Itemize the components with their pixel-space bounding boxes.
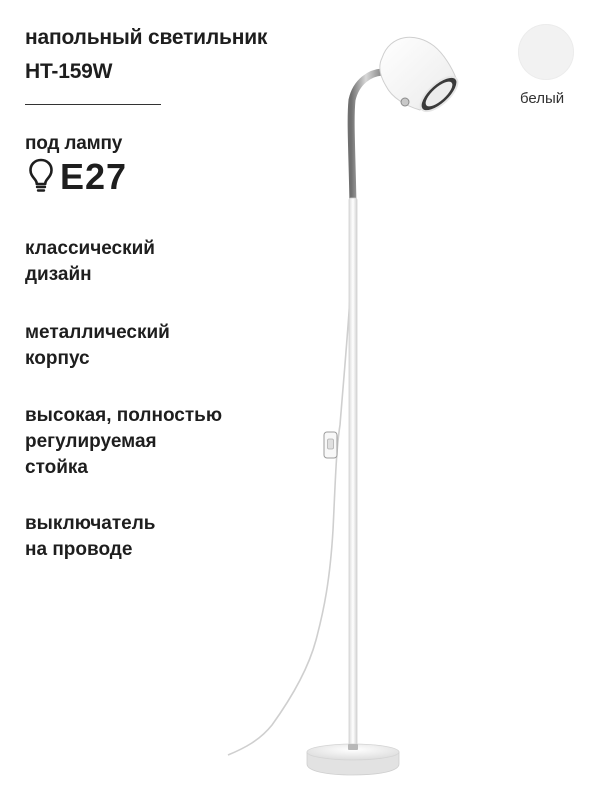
color-swatch-white[interactable] <box>518 24 574 80</box>
feature-text: дизайн <box>25 264 92 285</box>
feature-text: классический <box>25 238 155 259</box>
feature-text: металлический <box>25 322 170 343</box>
feature-text: на проводе <box>25 539 133 560</box>
socket-type: E27 <box>60 156 128 197</box>
color-swatch-label: белый <box>520 90 565 107</box>
power-cord <box>227 199 355 756</box>
gooseneck-arm <box>347 68 388 209</box>
feature-adjustable-stand: высокая, полностью регулируемая стойка <box>25 403 222 481</box>
product-model: HT-159W <box>25 60 113 83</box>
floor-lamp-image <box>227 36 459 776</box>
divider <box>25 104 161 105</box>
feature-metal-body: металлический корпус <box>25 320 170 372</box>
product-title-line1: напольный светильник <box>25 26 268 49</box>
lightbulb-icon <box>29 158 53 192</box>
lamp-base <box>306 743 400 776</box>
lamp-shade <box>379 36 459 113</box>
socket-label: под лампу <box>25 133 123 154</box>
feature-cord-switch: выключатель на проводе <box>25 511 155 563</box>
feature-classic-design: классический дизайн <box>25 236 155 288</box>
cord-switch <box>323 431 338 459</box>
feature-text: регулируемая <box>25 431 157 452</box>
feature-text: стойка <box>25 457 88 478</box>
feature-text: выключатель <box>25 513 156 534</box>
feature-text: корпус <box>25 348 90 369</box>
feature-text: высокая, полностью <box>25 405 223 426</box>
lamp-pole <box>348 197 358 754</box>
